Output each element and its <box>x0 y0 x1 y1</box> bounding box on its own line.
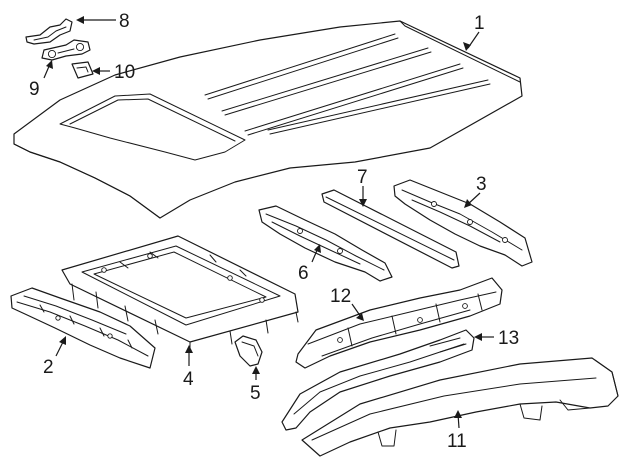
callout-2: 2 <box>43 357 54 378</box>
callout-11: 11 <box>447 431 467 452</box>
arrowhead-12 <box>356 313 364 321</box>
bracket-part-8 <box>25 18 73 45</box>
center-bow-part-6 <box>258 205 393 282</box>
callout-13: 13 <box>498 328 519 349</box>
arrowhead-3 <box>464 199 472 208</box>
callout-9: 9 <box>29 79 40 100</box>
rail-reinforcement-part-13 <box>281 329 475 431</box>
arrowhead-4 <box>185 345 193 353</box>
callout-labels: 1 8 9 10 7 3 6 12 13 2 4 5 11 <box>29 11 519 452</box>
reinforcement-part-5 <box>234 335 263 367</box>
leader-lines <box>43 16 494 429</box>
callout-1: 1 <box>474 13 485 34</box>
callout-7: 7 <box>357 167 368 188</box>
side-rail-part-12 <box>295 277 503 369</box>
arrowhead-6 <box>314 244 321 253</box>
hinge-bracket-part-9 <box>41 39 91 61</box>
callout-10: 10 <box>114 62 135 83</box>
callout-8: 8 <box>119 11 130 32</box>
outer-rail-part-11 <box>301 357 619 457</box>
leader-12 <box>351 303 362 318</box>
front-header-part-2 <box>10 287 156 369</box>
arrowhead-11 <box>454 410 462 418</box>
arrowhead-5 <box>252 366 260 374</box>
rear-bow-part-3 <box>393 179 533 267</box>
arrowhead-2 <box>59 336 66 345</box>
sunroof-frame-part-4 <box>61 235 299 353</box>
arrowhead-13 <box>474 333 482 341</box>
callout-6: 6 <box>298 263 309 284</box>
roof-rail-part-7 <box>321 189 460 269</box>
callout-5: 5 <box>250 383 261 404</box>
clip-part-10 <box>71 61 94 79</box>
roof-panel-part-1 <box>13 20 523 219</box>
arrowhead-10 <box>92 67 100 75</box>
arrowhead-9 <box>46 60 53 69</box>
callout-4: 4 <box>183 369 194 390</box>
arrowhead-8 <box>76 16 84 24</box>
callout-12: 12 <box>330 286 351 307</box>
callout-3: 3 <box>476 174 487 195</box>
arrowhead-7 <box>359 199 367 207</box>
arrowhead-1 <box>463 42 471 51</box>
